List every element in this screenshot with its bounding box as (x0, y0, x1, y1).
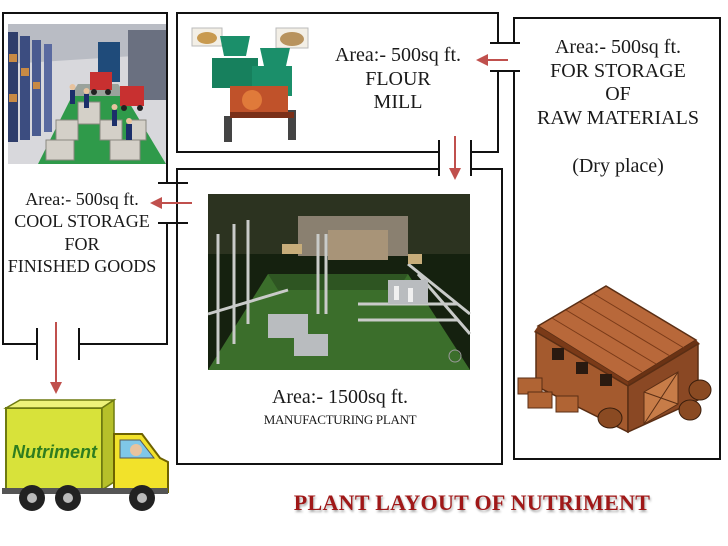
manufacturing-wall-bottom (176, 463, 503, 465)
flour-mill-line-1: Area:- 500sq ft. (334, 44, 462, 66)
manufacturing-label: Area:- 1500sq ft. MANUFACTURING PLANT (180, 386, 500, 427)
raw-storage-wall-bottom (513, 458, 721, 460)
arrow-raw-to-mill (476, 54, 508, 66)
raw-storage-line-3: OF (605, 83, 631, 106)
door-jamb (36, 328, 38, 360)
cool-storage-wall-right-lower (166, 222, 168, 344)
raw-storage-line-4: RAW MATERIALS (537, 106, 699, 129)
cool-storage-line-2: COOL STORAGE (14, 211, 150, 232)
flour-mill-line-2: FLOUR (365, 67, 431, 90)
door-jamb (490, 42, 520, 44)
flour-mill-wall-right-upper (497, 12, 499, 42)
raw-storage-note: (Dry place) (572, 155, 664, 178)
door-jamb (490, 70, 520, 72)
flour-mill-wall-right-lower (497, 70, 499, 152)
raw-storage-line-2: FOR STORAGE (550, 59, 686, 82)
delivery-truck-image: Nutriment (2, 398, 172, 522)
manufacturing-area: Area:- 1500sq ft. (271, 386, 409, 408)
manufacturing-wall-right (501, 168, 503, 464)
door-jamb (158, 182, 188, 184)
barn-image (517, 285, 712, 434)
flour-mill-wall-bottom-left (176, 151, 438, 153)
manufacturing-wall-top-right (470, 168, 502, 170)
flour-mill-image (191, 26, 312, 146)
truck-brand-text: Nutriment (12, 442, 98, 462)
cool-storage-wall-bottom-right (78, 343, 168, 345)
cool-storage-line-4: FINISHED GOODS (7, 255, 157, 276)
raw-storage-label: Area:- 500sq ft. FOR STORAGE OF RAW MATE… (518, 36, 718, 179)
door-jamb (78, 328, 80, 360)
raw-storage-wall-right (719, 17, 721, 459)
warehouse-image (8, 24, 166, 164)
manufacturing-wall-top-left (176, 168, 438, 170)
flour-mill-wall-top (176, 12, 498, 14)
flour-mill-wall-bottom-right (470, 151, 499, 153)
manufacturing-wall-left (176, 168, 178, 464)
arrow-storage-to-truck (50, 322, 62, 394)
manufacturing-plant-image (207, 194, 472, 370)
page-title: PLANT LAYOUT OF NUTRIMENT (293, 490, 651, 515)
flour-mill-line-3: MILL (373, 91, 423, 114)
raw-storage-wall-left-upper (513, 17, 515, 42)
arrow-plant-to-storage (150, 197, 192, 209)
cool-storage-line-3: FOR (64, 233, 100, 254)
raw-storage-wall-top (513, 17, 721, 19)
flour-mill-wall-left (176, 12, 178, 152)
door-jamb (438, 140, 440, 176)
cool-storage-wall-left (2, 12, 4, 344)
raw-storage-wall-left-lower (513, 70, 515, 459)
arrow-mill-to-plant (449, 136, 461, 180)
manufacturing-name: MANUFACTURING PLANT (263, 411, 417, 427)
cool-storage-label: Area:- 500sq ft. COOL STORAGE FOR FINISH… (2, 188, 162, 277)
raw-storage-line-1: Area:- 500sq ft. (554, 36, 682, 58)
cool-storage-wall-top (2, 12, 166, 14)
flour-mill-label: Area:- 500sq ft. FLOUR MILL (318, 44, 478, 115)
cool-storage-wall-bottom-left (2, 343, 38, 345)
cool-storage-wall-right-upper (166, 12, 168, 182)
door-jamb (470, 140, 472, 176)
door-jamb (158, 222, 188, 224)
cool-storage-line-1: Area:- 500sq ft. (25, 189, 139, 209)
